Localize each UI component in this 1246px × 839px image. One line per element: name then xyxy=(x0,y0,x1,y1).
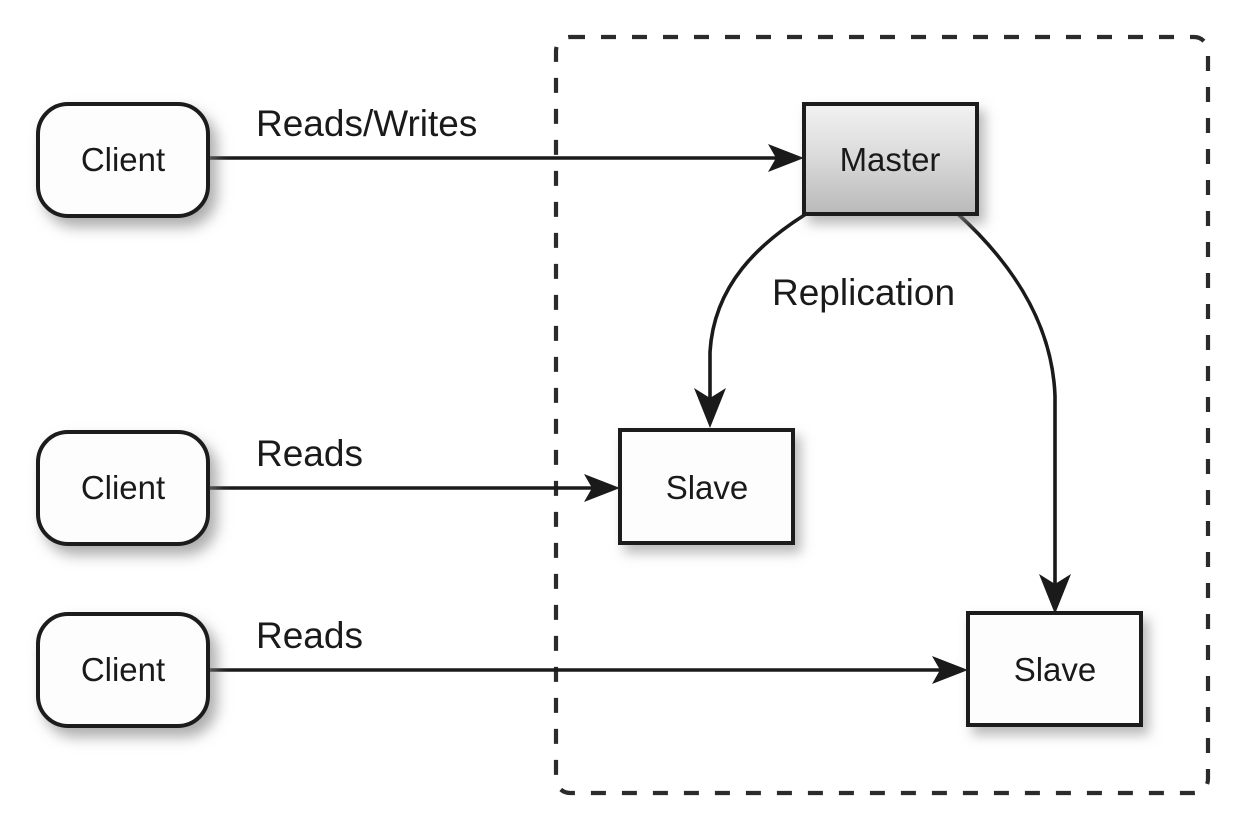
slave-2-shape[interactable] xyxy=(966,611,1143,727)
client-2-label: Client xyxy=(81,469,165,506)
slave-2-label: Slave xyxy=(1014,651,1097,688)
arrowhead-client2-slave1 xyxy=(584,474,620,502)
client-3-shape[interactable] xyxy=(36,612,210,728)
arrowhead-master-slave2 xyxy=(1039,574,1071,614)
node-client-3[interactable]: Client xyxy=(36,612,210,728)
node-slave-1[interactable]: Slave xyxy=(618,428,795,545)
arrowhead-master-slave1 xyxy=(694,388,726,428)
slave-1-label: Slave xyxy=(666,469,749,506)
node-slave-2[interactable]: Slave xyxy=(966,611,1143,727)
master-shape[interactable] xyxy=(802,102,979,216)
edge-label-reads-1: Reads xyxy=(256,433,363,474)
slave-1-shape[interactable] xyxy=(618,428,795,545)
edge-master-slave1 xyxy=(708,212,807,404)
edge-label-reads-writes: Reads/Writes xyxy=(256,103,477,144)
arrowhead-client1-master xyxy=(768,144,804,172)
arrowhead-client3-slave2 xyxy=(932,656,968,684)
edge-label-reads-2: Reads xyxy=(256,615,363,656)
server-boundary xyxy=(553,34,1211,796)
node-master[interactable]: Master xyxy=(802,102,979,216)
edge-master-slave2 xyxy=(956,212,1057,590)
client-2-shape[interactable] xyxy=(36,430,210,546)
client-1-shape[interactable] xyxy=(36,102,210,218)
client-3-label: Client xyxy=(81,651,165,688)
node-client-1[interactable]: Client xyxy=(36,102,210,218)
edge-label-replication: Replication xyxy=(772,272,955,313)
client-1-label: Client xyxy=(81,141,165,178)
master-label: Master xyxy=(840,141,941,178)
node-client-2[interactable]: Client xyxy=(36,430,210,546)
